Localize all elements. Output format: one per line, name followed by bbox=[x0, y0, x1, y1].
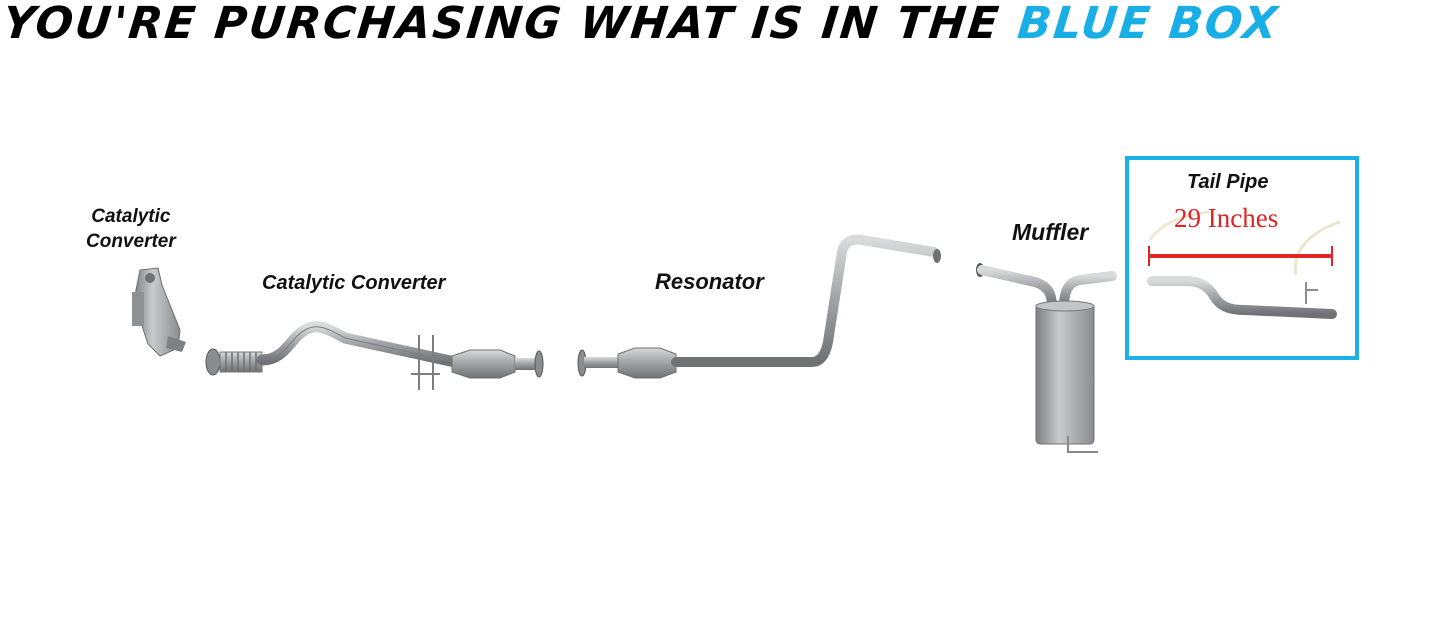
blue-box-highlight bbox=[1125, 156, 1359, 360]
label-tail-pipe: Tail Pipe bbox=[1187, 171, 1269, 193]
label-resonator: Resonator bbox=[655, 269, 764, 294]
tail-pipe-part bbox=[1147, 210, 1341, 319]
label-catalytic-converter-1-line2: Converter bbox=[86, 231, 176, 252]
label-muffler: Muffler bbox=[1012, 219, 1089, 245]
catalytic-converter-1-part bbox=[132, 267, 186, 357]
label-catalytic-converter-2: Catalytic Converter bbox=[262, 272, 446, 294]
tail-pipe-length-label: 29 Inches bbox=[1174, 203, 1279, 233]
catalytic-converter-2-part bbox=[205, 321, 544, 390]
resonator-part bbox=[577, 234, 941, 379]
label-catalytic-converter-1-line1: Catalytic bbox=[91, 206, 171, 227]
label-catalytic-converter-1: Catalytic Converter bbox=[86, 204, 176, 254]
muffler-part bbox=[976, 263, 1117, 453]
